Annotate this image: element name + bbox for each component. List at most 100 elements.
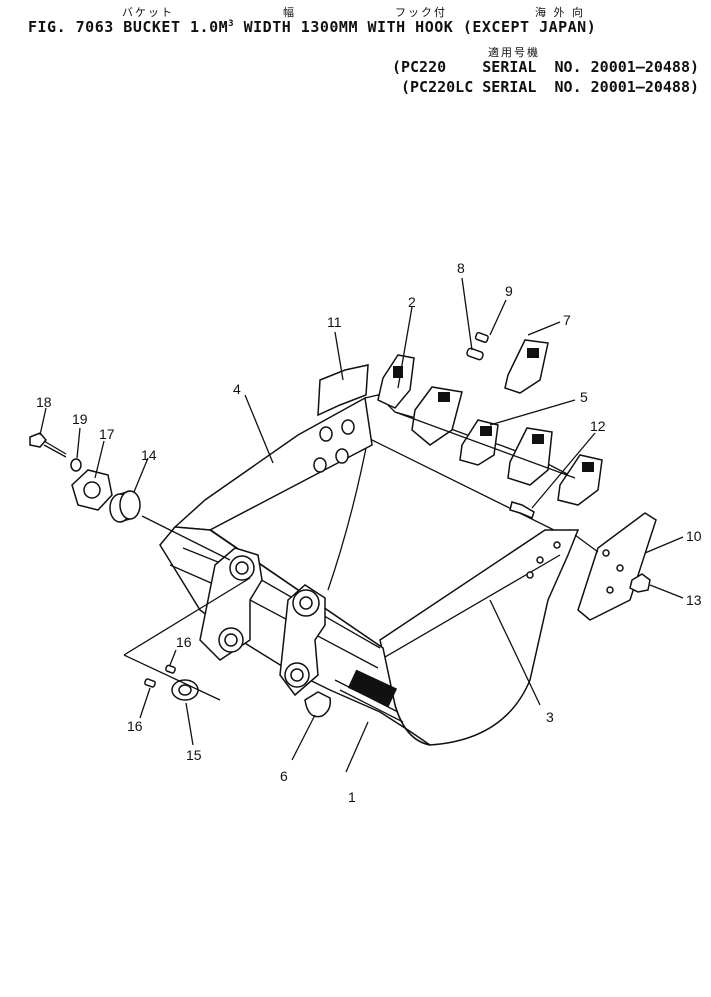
- callout-15: 15: [186, 747, 202, 763]
- tooth-point-3-slot: [532, 434, 544, 444]
- leader-15: [185, 702, 194, 746]
- right-hole-3: [526, 571, 534, 579]
- bucket-left-side-plate: [173, 396, 373, 531]
- callout-9: 9: [505, 283, 513, 299]
- callout-11: 11: [327, 314, 342, 330]
- leader-12: [531, 432, 596, 509]
- side-cutter-hole-3: [606, 586, 614, 594]
- side-cutter-hole-2: [616, 564, 624, 572]
- leader-16b: [139, 687, 151, 719]
- serial-line-1: (PC220 SERIAL NO. 20001—20488): [391, 58, 699, 76]
- plate-17-center: [83, 481, 101, 499]
- callout-5: 5: [580, 389, 588, 405]
- hook-plate-11: [317, 364, 369, 417]
- jp-applicable-label: 適用号機: [488, 46, 540, 59]
- leader-1: [345, 721, 369, 773]
- hook: [304, 691, 332, 718]
- left-boss-upper-hole: [235, 561, 249, 575]
- bucket-inner-crease: [327, 437, 369, 591]
- left-boss-lower-hole: [224, 633, 238, 647]
- pin-assembly: [29, 432, 199, 701]
- right-hole-1: [553, 541, 561, 549]
- jp-hook-label: フック付: [395, 6, 447, 19]
- tooth-point-2-slot: [480, 426, 492, 436]
- callout-14: 14: [141, 447, 157, 463]
- leader-17: [94, 440, 105, 479]
- tooth-adapter-2: [557, 454, 603, 506]
- serial-line-2: (PC220LC SERIAL NO. 20001—20488): [400, 78, 699, 96]
- side-hole-3: [313, 457, 327, 473]
- leader-19: [76, 427, 81, 459]
- bolt-18-head: [29, 432, 47, 448]
- tooth-point-7-slot: [527, 348, 539, 358]
- side-hole-2: [341, 419, 355, 435]
- bushing-14-top-edge: [119, 490, 131, 495]
- washer-19: [70, 458, 82, 472]
- jp-bucket-label: バケット: [122, 6, 174, 19]
- wear-strip-line-2: [339, 689, 404, 723]
- leader-10: [644, 536, 684, 554]
- figure-title: FIG. 7063 BUCKET 1.0M3 WIDTH 1300MM WITH…: [28, 18, 597, 36]
- bolt-18-shank-edge: [43, 444, 67, 458]
- callout-6: 6: [280, 768, 288, 784]
- wear-plate: [347, 669, 398, 707]
- pin-16-lower: [144, 678, 156, 688]
- leader-5: [489, 399, 576, 426]
- callout-1: 1: [348, 789, 356, 805]
- callout-7: 7: [563, 312, 571, 328]
- callout-19: 19: [72, 411, 88, 427]
- jp-overseas-label: 海 外 向: [535, 6, 585, 19]
- bushing-14-rear: [119, 490, 141, 520]
- assembly-line-lower: [123, 654, 221, 701]
- side-hole-1: [319, 426, 333, 442]
- callout-13: 13: [686, 592, 702, 608]
- callout-18: 18: [36, 394, 52, 410]
- leader-9: [489, 299, 507, 336]
- lock-pin-8: [466, 347, 484, 361]
- right-hole-2: [536, 556, 544, 564]
- teeth: [377, 331, 603, 520]
- leader-3: [489, 599, 541, 706]
- side-cutter-hole-1: [602, 549, 610, 557]
- lock-9: [474, 331, 489, 343]
- leader-13: [649, 584, 684, 599]
- bolt-18-shank: [43, 440, 67, 455]
- callout-16-lower: 16: [127, 718, 143, 734]
- callout-17: 17: [99, 426, 115, 442]
- assembly-line-bushing: [141, 515, 231, 561]
- bushing-14-bottom-edge: [119, 518, 131, 523]
- tooth-adapter-1: [377, 354, 415, 409]
- callout-numbers: 1 2 3 4 5 6 7 8 9 10 11 12 13 14 15 16 1…: [36, 260, 702, 805]
- leader-18: [39, 407, 47, 436]
- leader-7: [527, 321, 561, 336]
- tooth-point-1-slot: [438, 392, 450, 402]
- leader-16a: [169, 649, 177, 666]
- callout-3: 3: [546, 709, 554, 725]
- tooth-adapter-2-slot: [582, 462, 594, 472]
- callout-10: 10: [686, 528, 702, 544]
- leader-2: [397, 306, 413, 389]
- dust-seal-15-hole: [178, 684, 192, 696]
- leader-6: [291, 714, 316, 761]
- leader-11: [334, 331, 344, 381]
- tooth-point-7: [504, 339, 549, 394]
- pin-16-upper: [165, 664, 176, 674]
- assembly-line-cutter: [574, 534, 599, 553]
- callout-8: 8: [457, 260, 465, 276]
- bolt-12: [509, 501, 535, 520]
- jp-width-label: 幅: [283, 6, 296, 19]
- tooth-pin-line: [394, 411, 576, 479]
- right-boss-lower-hole: [290, 668, 304, 682]
- callout-2: 2: [408, 294, 416, 310]
- callout-16-upper: 16: [176, 634, 192, 650]
- nut-13: [629, 573, 651, 593]
- leader-8: [461, 277, 473, 351]
- assembly-line-upper: [123, 577, 251, 656]
- leader-14: [133, 457, 149, 493]
- callout-4: 4: [233, 381, 241, 397]
- boss-brackets: [199, 547, 332, 718]
- leader-4: [244, 394, 274, 464]
- right-boss-upper-hole: [299, 596, 313, 610]
- tooth-adapter-1-slot: [393, 366, 403, 378]
